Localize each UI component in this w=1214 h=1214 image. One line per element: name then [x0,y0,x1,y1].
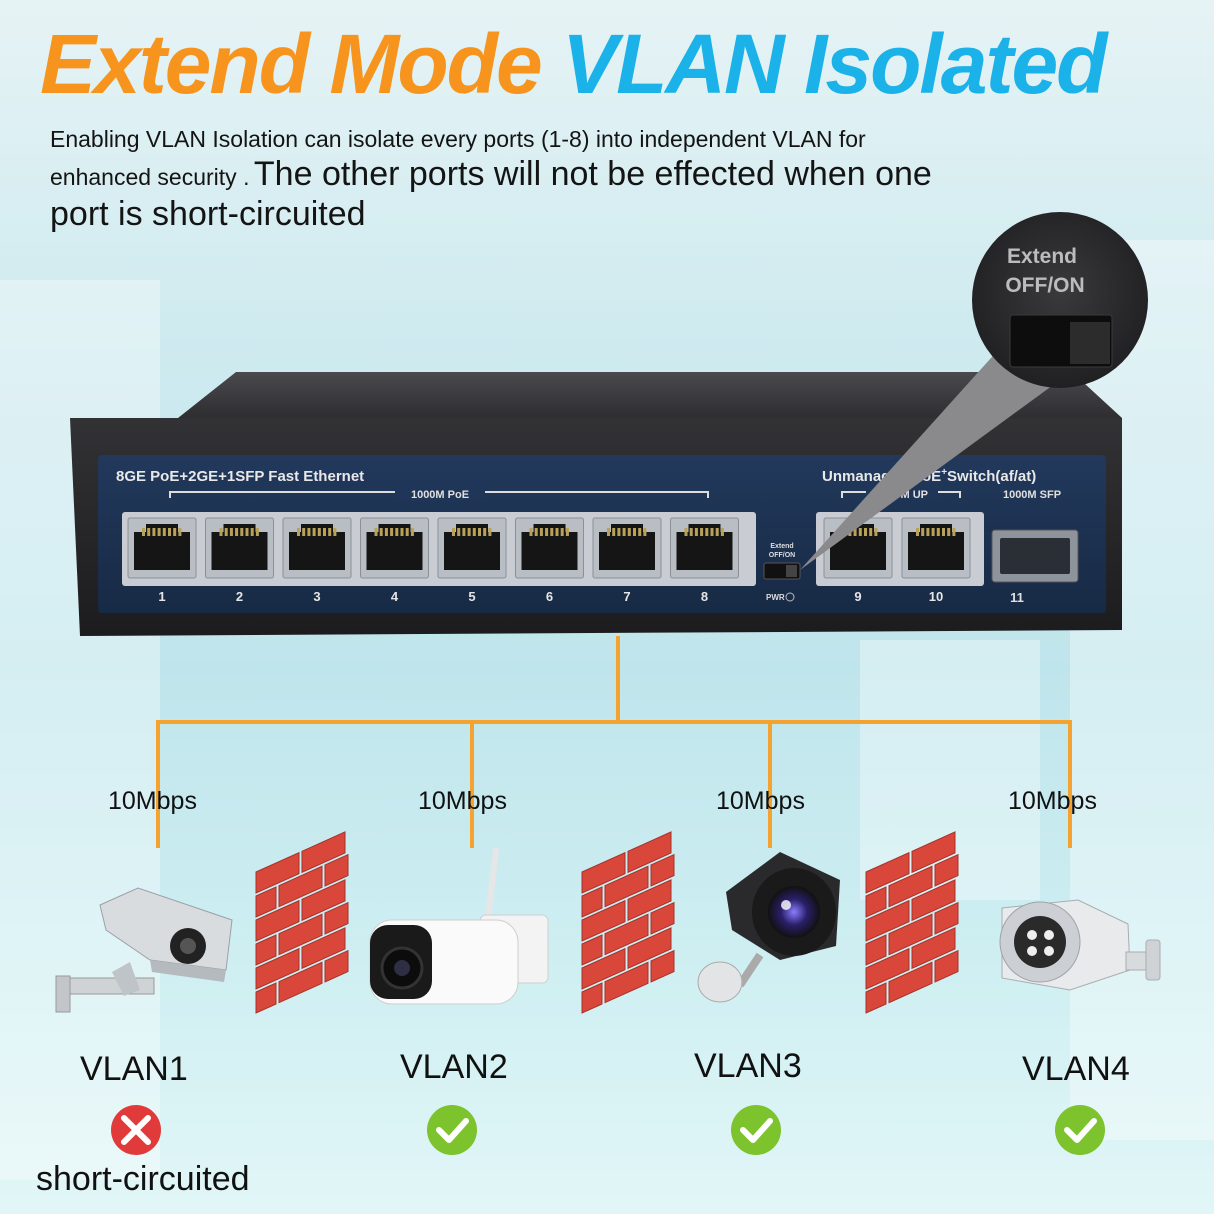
short-circuited-note: short-circuited [36,1160,250,1198]
vlan4-label: VLAN4 [1022,1050,1130,1088]
branch-3-speed: 10Mbps [716,787,805,815]
port-number: 7 [623,589,630,604]
vlan2-label: VLAN2 [400,1048,508,1086]
poe-switch: 8GE PoE+2GE+1SFP Fast Ethernet Unmanaged… [70,372,1122,636]
background-block [1070,240,1214,1140]
switch-top-face [178,372,1122,418]
switch-model-label: 8GE PoE+2GE+1SFP Fast Ethernet [116,468,364,485]
security-camera-icon [55,887,233,1013]
port-number: 8 [701,589,708,604]
rj45-port-5[interactable]: 5 [437,517,507,604]
rj45-port-2[interactable]: 2 [205,517,274,604]
camera-2 [369,847,549,1005]
sfp-port-number: 11 [1010,590,1024,605]
callout-off-on-label: OFF/ON [1005,274,1084,297]
rj45-port-3[interactable]: 3 [282,517,352,604]
check-circle-icon [1055,1105,1105,1155]
page-title: Extend Mode VLAN Isolated [40,22,1107,106]
security-camera-icon [697,852,840,1003]
description-line2-small: enhanced security . [50,163,250,190]
brick-wall-icon [865,831,959,1014]
port-number: 3 [313,589,320,604]
branch-4-speed: 10Mbps [1008,787,1097,815]
off-on-small-label: OFF/ON [769,552,795,559]
security-camera-icon [369,847,549,1005]
port-number: 10 [929,589,943,604]
port-number: 1 [158,589,165,604]
title-part-orange: Extend Mode [40,17,543,111]
rj45-port-10[interactable]: 10 [901,517,971,604]
description-line3: port is short-circuited [50,195,366,234]
title-part-blue: VLAN Isolated [562,17,1107,111]
port-number: 6 [546,589,553,604]
camera-3 [697,852,840,1003]
rj45-port-6[interactable]: 6 [515,517,584,604]
firewalls [255,831,959,1014]
status-icon-vlan3 [731,1105,781,1155]
camera-4 [999,899,1161,991]
camera-1 [55,887,233,1013]
connection-lines [156,636,1072,848]
rj45-port-8[interactable]: 8 [670,517,739,604]
security-camera-icon [999,899,1161,991]
port-number: 2 [236,589,243,604]
extend-switch-callout: Extend OFF/ON [800,212,1148,570]
port-number: 5 [468,589,475,604]
sfp-group-label: 1000M SFP [1003,489,1061,501]
pwr-led [785,592,795,602]
background-block [860,640,1040,900]
check-circle-icon [731,1105,781,1155]
rj45-port-1[interactable]: 1 [127,517,197,604]
branch-1-speed: 10Mbps [108,787,197,815]
rj45-port-4[interactable]: 4 [360,517,429,604]
callout-pointer [800,348,1060,570]
status-icon-vlan4 [1055,1105,1105,1155]
description-line1: Enabling VLAN Isolation can isolate ever… [50,126,866,152]
brick-wall-icon [581,831,675,1014]
branch-2-speed: 10Mbps [418,787,507,815]
port-number: 9 [854,589,861,604]
extend-small-label: Extend [770,543,793,550]
poe-group-label: 1000M PoE [411,489,469,501]
check-circle-icon [427,1105,477,1155]
brick-wall-icon [255,831,349,1014]
poe-ports: 1 2 3 4 5 6 7 8 [127,517,739,604]
rj45-port-7[interactable]: 7 [592,517,662,604]
port-number: 4 [391,589,399,604]
status-icon-vlan1 [111,1105,161,1155]
vlan3-label: VLAN3 [694,1047,802,1085]
description-line2-big: The other ports will not be effected whe… [253,154,932,193]
vlan1-label: VLAN1 [80,1050,188,1088]
pwr-label: PWR [766,593,785,602]
callout-extend-label: Extend [1007,245,1077,268]
description: Enabling VLAN Isolation can isolate ever… [50,126,1120,235]
status-icon-vlan2 [427,1105,477,1155]
